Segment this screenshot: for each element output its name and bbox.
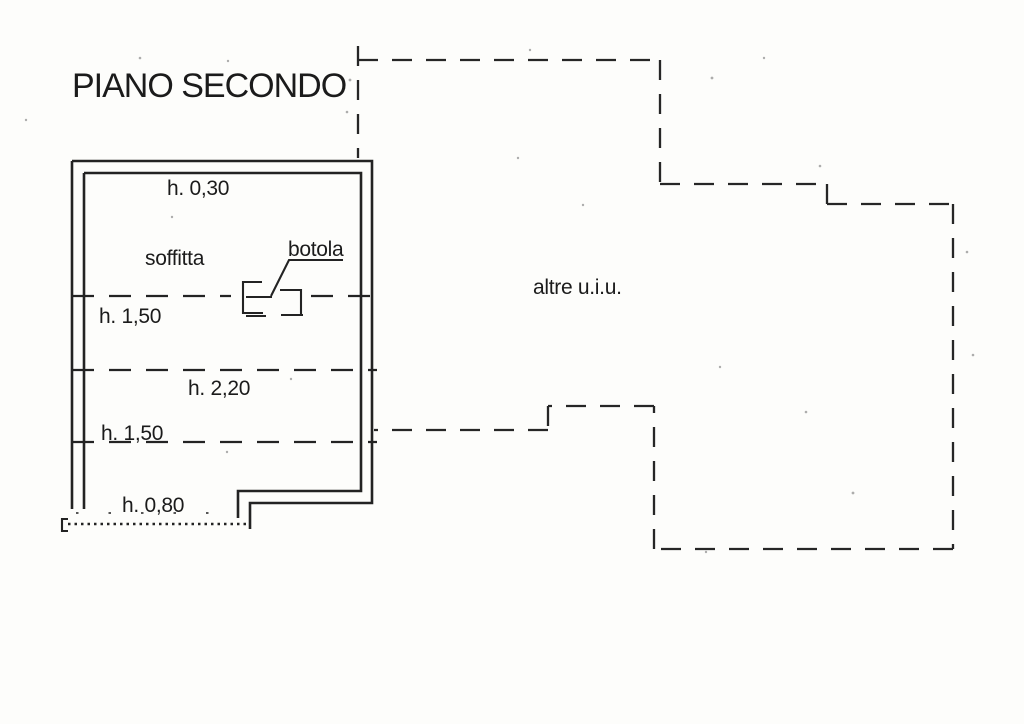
trapdoor-leader-line: [270, 258, 343, 297]
room-bottom-left-bracket: [60, 517, 68, 533]
height-zone-lines: [72, 294, 377, 444]
height-label-top: h. 0,30: [167, 177, 229, 200]
room-inner-wall: [82, 171, 363, 518]
trapdoor-label: botola: [288, 238, 344, 261]
height-label-bottom: h. 0,80: [122, 494, 184, 517]
scan-noise-specks: [24, 48, 975, 554]
room-name-label: soffitta: [145, 247, 205, 270]
height-label-center: h. 2,20: [188, 377, 250, 400]
height-label-lower: h. 1,50: [101, 422, 163, 445]
trapdoor-symbol: [241, 258, 343, 318]
adjacent-units-label: altre u.i.u.: [533, 276, 622, 299]
adjacent-units-boundary: [356, 46, 955, 551]
room-outline: [60, 159, 374, 533]
room-outer-wall: [70, 159, 374, 529]
page-title: PIANO SECONDO: [72, 67, 346, 105]
height-label-upper: h. 1,50: [99, 305, 161, 328]
